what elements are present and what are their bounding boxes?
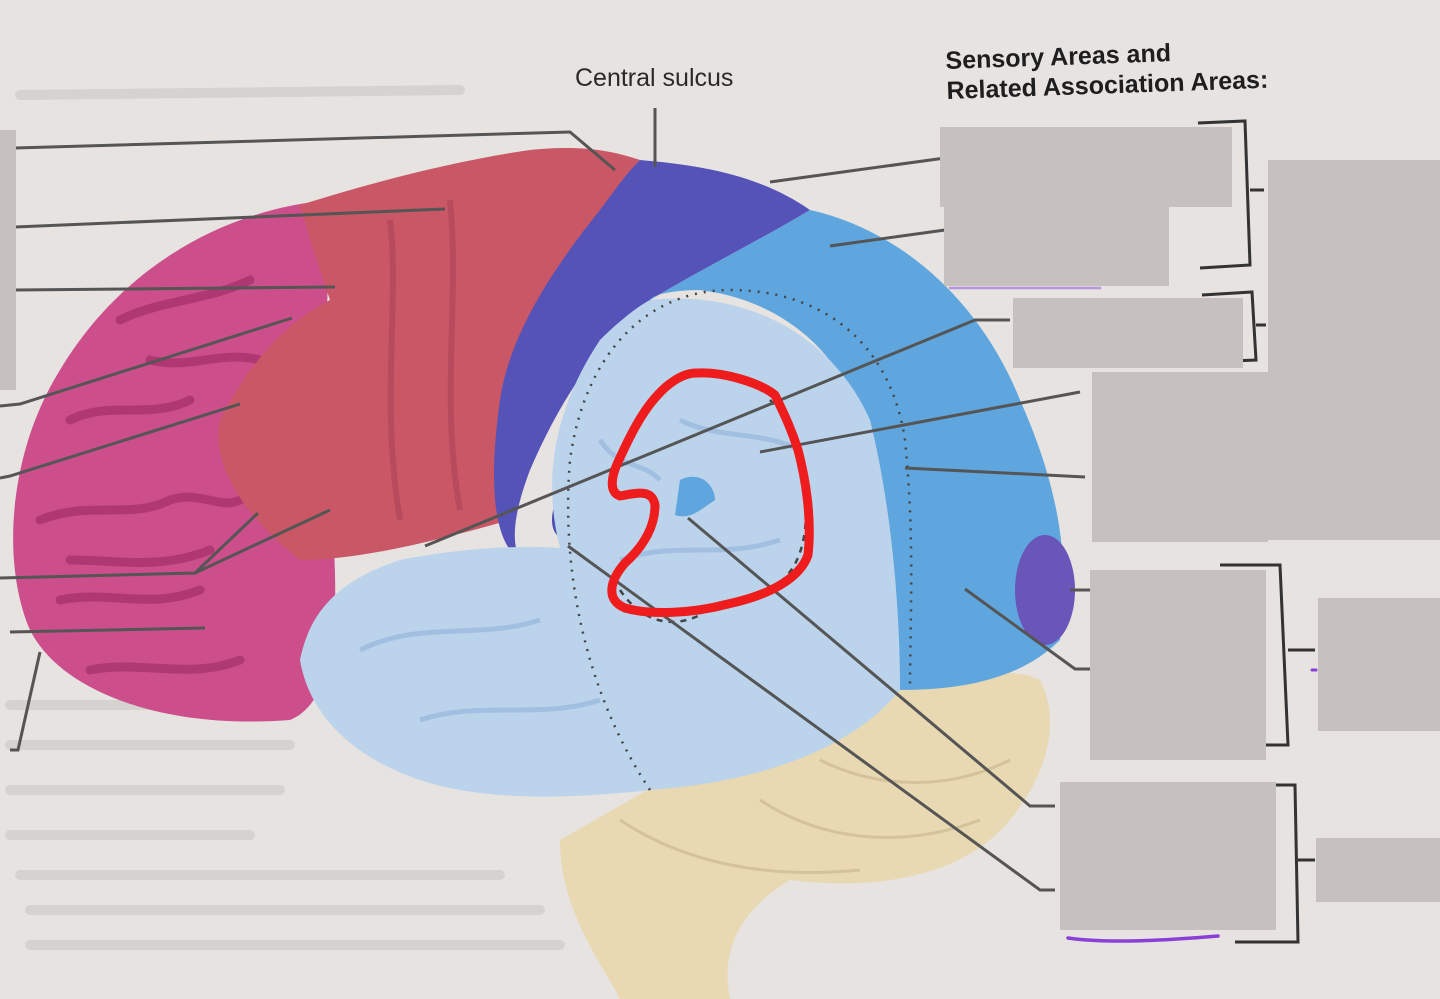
temporal-lobe bbox=[300, 298, 900, 797]
answer-box-7[interactable] bbox=[1318, 598, 1440, 731]
answer-box-4[interactable] bbox=[1013, 298, 1243, 368]
parietal-lobe bbox=[650, 210, 1075, 690]
dotted-boundaries bbox=[566, 288, 913, 791]
answer-box-left-edge[interactable] bbox=[0, 130, 16, 390]
answer-box-3[interactable] bbox=[1268, 160, 1440, 540]
answer-box-8[interactable] bbox=[1060, 782, 1276, 930]
motor-area bbox=[218, 148, 640, 560]
leader-lines-left bbox=[0, 108, 657, 752]
central-sulcus-label: Central sulcus bbox=[575, 64, 734, 92]
background-text-lines bbox=[5, 85, 565, 950]
answer-box-1[interactable] bbox=[940, 127, 1232, 207]
answer-box-2[interactable] bbox=[944, 200, 1169, 286]
leader-lines-right bbox=[424, 156, 1090, 892]
answer-box-6[interactable] bbox=[1090, 570, 1266, 760]
answer-box-9[interactable] bbox=[1316, 838, 1440, 902]
red-highlight-outline bbox=[607, 368, 814, 617]
section-title: Sensory Areas and Related Association Ar… bbox=[945, 35, 1269, 106]
answer-box-5[interactable] bbox=[1092, 372, 1268, 542]
